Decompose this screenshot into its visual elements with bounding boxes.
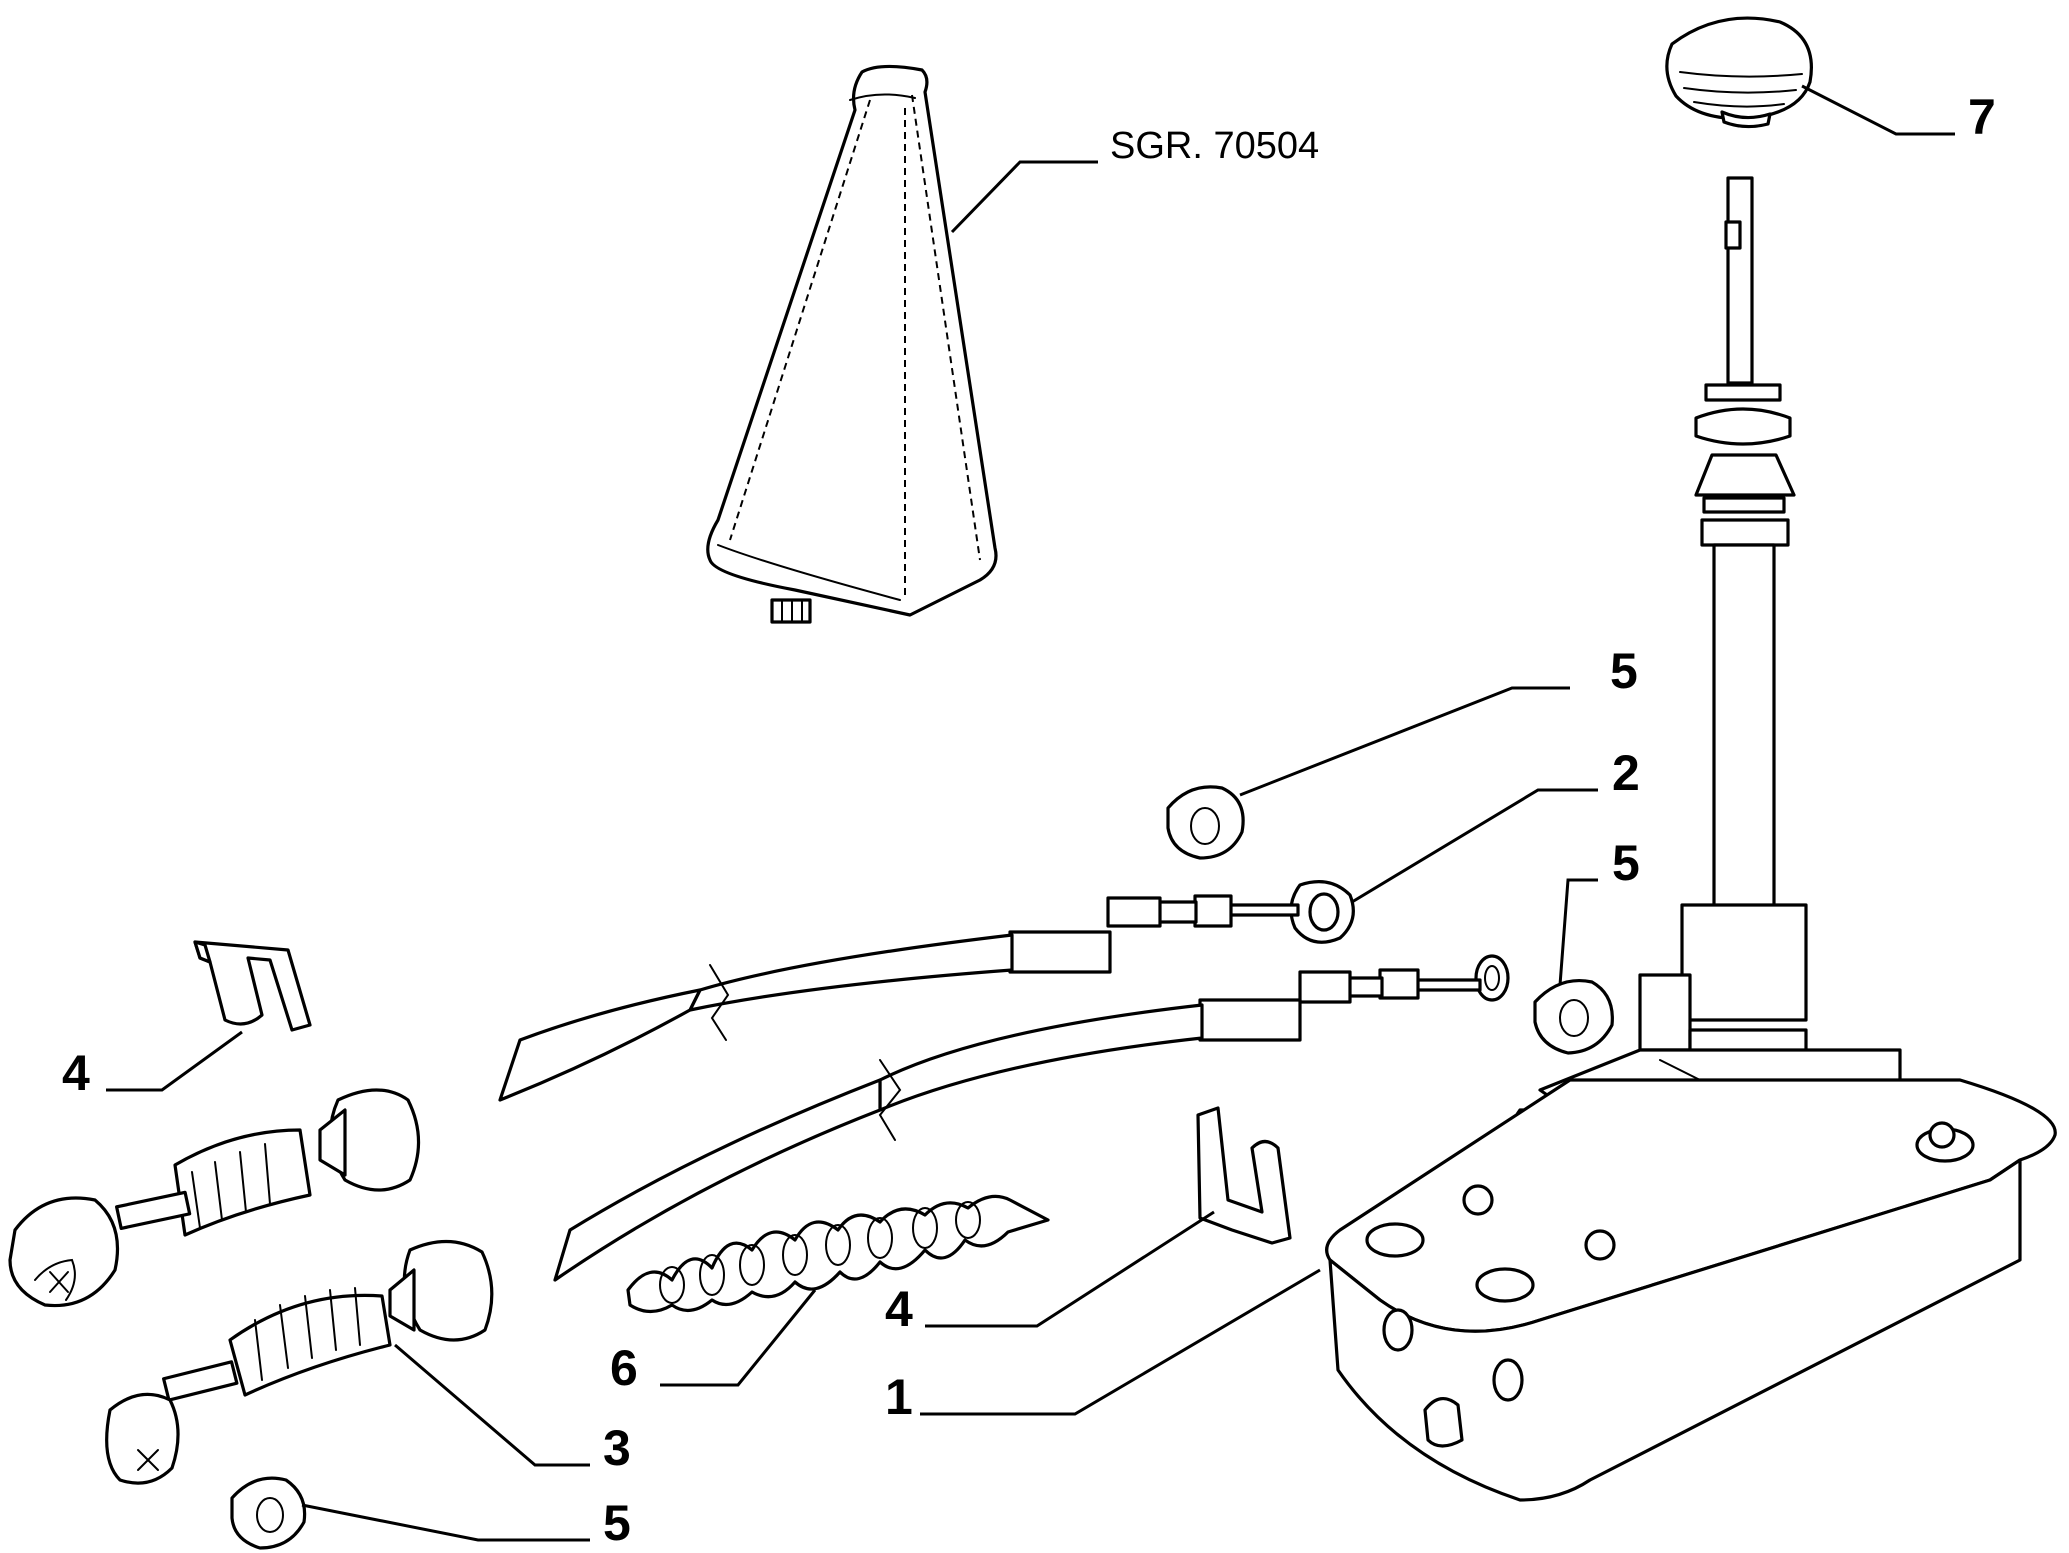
- lower-gear-cable: [105, 954, 1510, 1485]
- boot-leader-line: [950, 160, 1098, 234]
- callout-1: 1: [885, 1369, 913, 1425]
- callout-2: 2: [1612, 745, 1640, 801]
- cable-3-leader-line: [394, 1343, 590, 1467]
- washer-mid: [1533, 978, 1614, 1055]
- retaining-clip-left: [193, 940, 312, 1032]
- callout-4-center: 4: [885, 1281, 913, 1337]
- washer-bottom: [230, 1476, 307, 1550]
- cable-2-leader-line: [1351, 788, 1598, 904]
- knob-leader-line: [1801, 84, 1955, 136]
- retaining-clip-center: [1196, 1106, 1292, 1245]
- boot-reference-label: SGR. 70504: [1110, 125, 1319, 167]
- gear-knob: [1665, 16, 1813, 129]
- callout-3: 3: [603, 1420, 631, 1476]
- callout-6: 6: [610, 1340, 638, 1396]
- washer-mid-leader-line: [1558, 878, 1598, 986]
- washer-bottom-leader-line: [301, 1503, 590, 1542]
- washer-top-leader-line: [1239, 686, 1570, 797]
- callout-5-top: 5: [1610, 643, 1638, 699]
- callout-4-left: 4: [62, 1045, 90, 1101]
- upper-gear-cable: [8, 880, 1355, 1308]
- assembly-leader-line: [920, 1268, 1321, 1416]
- spiral-cable-sleeve: [626, 1194, 1050, 1314]
- gear-lever-boot: [706, 64, 998, 624]
- callout-5-mid: 5: [1612, 835, 1640, 891]
- callout-5-bottom: 5: [603, 1495, 631, 1551]
- callout-7: 7: [1968, 89, 1996, 145]
- clip-left-leader-line: [106, 1030, 243, 1092]
- washer-top: [1166, 785, 1245, 860]
- spiral-leader-line: [660, 1289, 817, 1387]
- clip-center-leader-line: [925, 1210, 1215, 1328]
- gear-lever-assembly: [1325, 176, 2057, 1502]
